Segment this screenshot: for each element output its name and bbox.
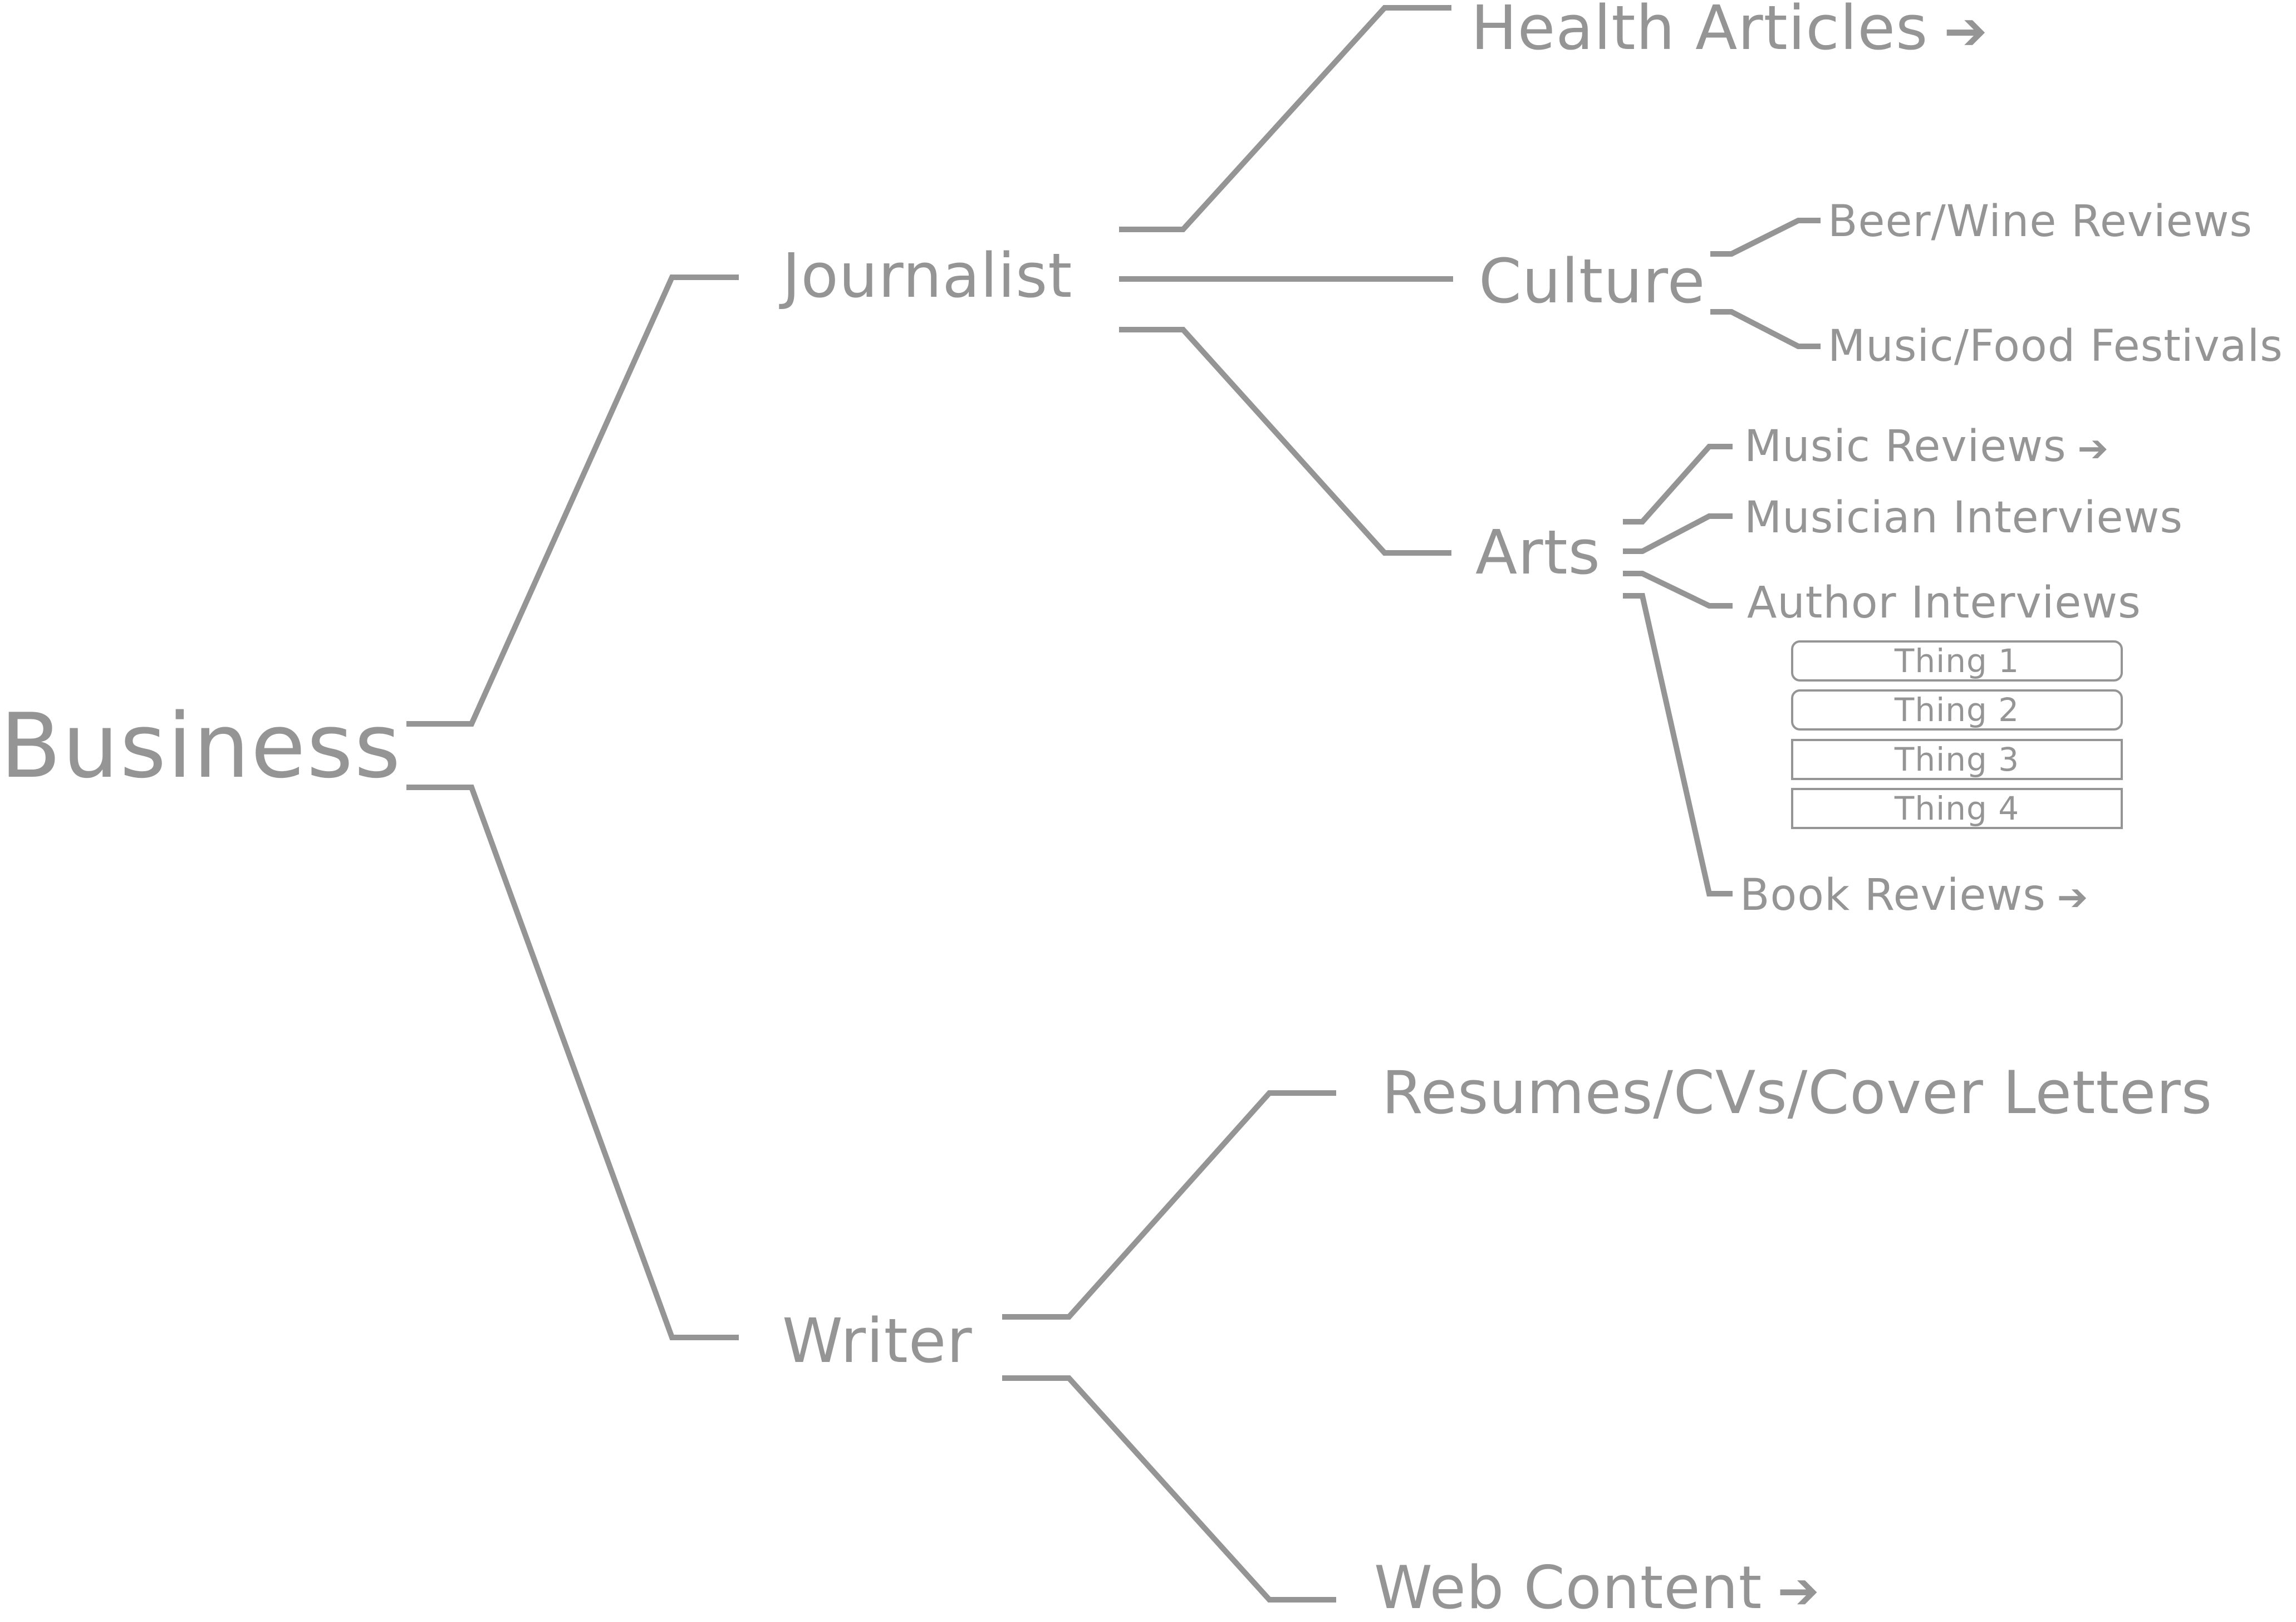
- node-music-food-festivals: Music/Food Festivals: [1828, 321, 2283, 371]
- node-culture: Culture: [1479, 246, 1706, 317]
- connector-writer-web: [1002, 1375, 1336, 1603]
- connector-culture-festivals: [1710, 309, 1821, 349]
- node-music-reviews-label: Music Reviews: [1744, 422, 2067, 472]
- arrow-right-icon: ➔: [2077, 427, 2109, 470]
- node-writer: Writer: [782, 1305, 973, 1376]
- thing-item-3[interactable]: Thing 3: [1791, 739, 2123, 780]
- connector-arts-music-reviews: [1623, 444, 1733, 525]
- node-web-content-label: Web Content: [1374, 1554, 1763, 1622]
- connector-business-journalist: [406, 275, 739, 727]
- node-health-articles: Health Articles➔: [1471, 0, 1988, 58]
- connector-business-writer: [406, 785, 739, 1340]
- connector-journalist-arts: [1119, 327, 1451, 556]
- connector-journalist-health: [1119, 5, 1451, 232]
- node-arts: Arts: [1475, 517, 1601, 588]
- thing-item-2[interactable]: Thing 2: [1791, 689, 2123, 731]
- connector-arts-book-reviews: [1623, 593, 1733, 896]
- thing-item-1[interactable]: Thing 1: [1791, 640, 2123, 682]
- connector-arts-author-interviews: [1623, 571, 1733, 609]
- node-web-content: Web Content➔: [1374, 1559, 1820, 1618]
- connector-writer-resumes: [1002, 1090, 1336, 1320]
- arrow-right-icon: ➔: [1777, 1562, 1820, 1620]
- arrow-right-icon: ➔: [2057, 875, 2089, 919]
- node-journalist: Journalist: [782, 240, 1073, 311]
- node-book-reviews-label: Book Reviews: [1740, 870, 2046, 920]
- node-book-reviews: Book Reviews➔: [1740, 874, 2088, 917]
- node-music-reviews: Music Reviews➔: [1744, 425, 2109, 468]
- node-beer-wine-reviews: Beer/Wine Reviews: [1828, 197, 2253, 247]
- connector-culture-beer: [1710, 218, 1821, 257]
- thing-item-4[interactable]: Thing 4: [1791, 788, 2123, 829]
- connector-arts-musician-interviews: [1623, 513, 1733, 554]
- node-health-articles-label: Health Articles: [1471, 0, 1929, 63]
- node-musician-interviews: Musician Interviews: [1744, 493, 2183, 543]
- node-business: Business: [0, 694, 402, 798]
- arrow-right-icon: ➔: [1944, 1, 1988, 62]
- node-resumes: Resumes/CVs/Cover Letters: [1382, 1059, 2213, 1127]
- node-author-interviews: Author Interviews: [1747, 578, 2141, 628]
